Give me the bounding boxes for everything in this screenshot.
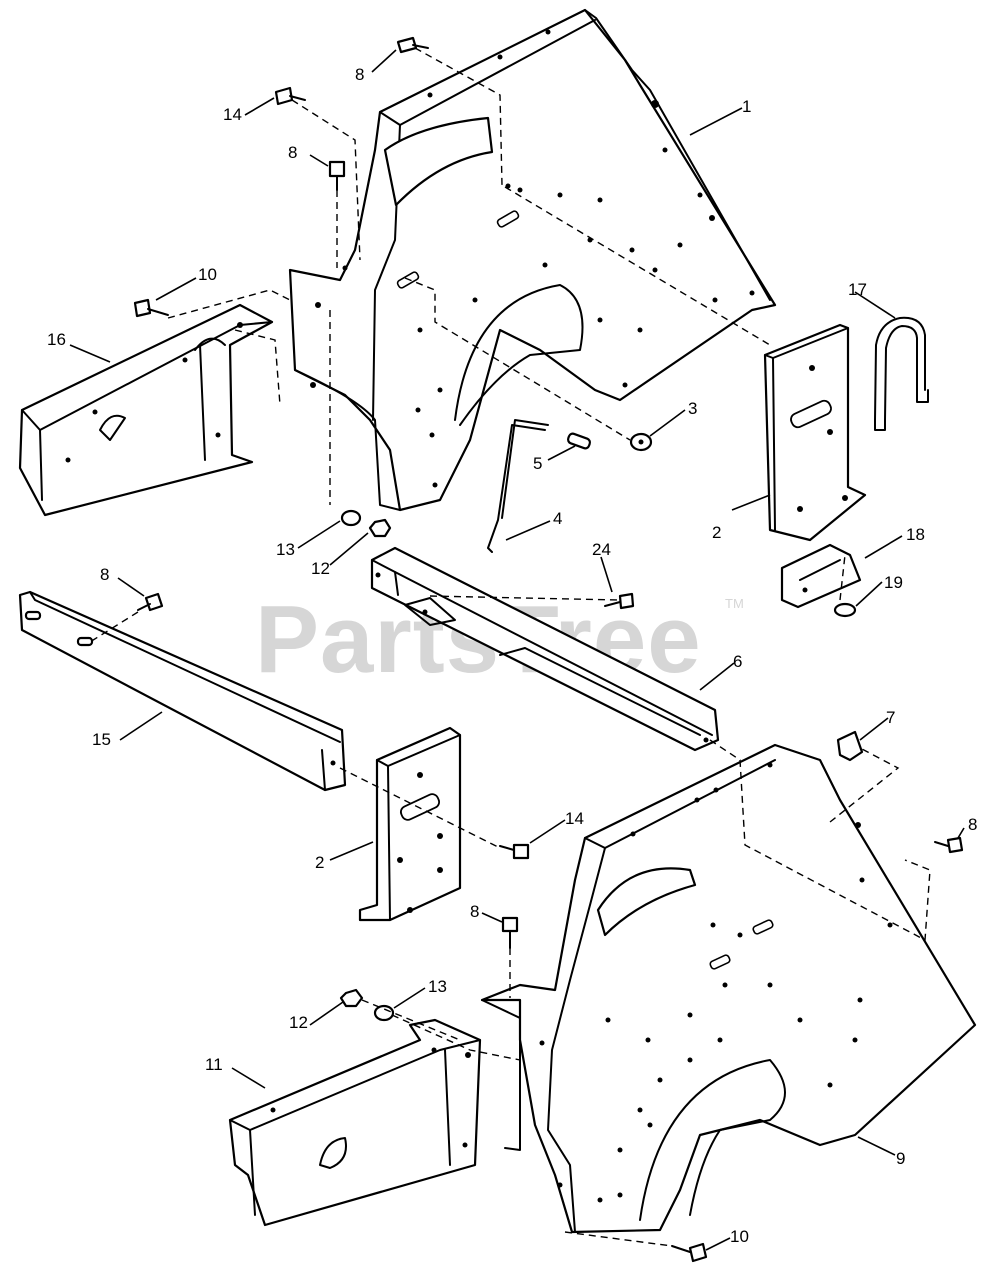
- part-18-clamp: [780, 543, 862, 609]
- callout-12: 12: [311, 559, 330, 578]
- watermark-tm: TM: [725, 596, 744, 611]
- callout-9: 9: [896, 1149, 905, 1168]
- callout-13: 13: [276, 540, 295, 559]
- nut-12-upper: [368, 518, 392, 538]
- callout-16: 16: [47, 330, 66, 349]
- callout-labels: 8 14 8 1 10 16 17 3 5 4 2 13 12 18 24 19…: [47, 65, 977, 1246]
- part-7-clip: [836, 730, 864, 762]
- bolt-8-right: [934, 836, 964, 854]
- part-16-upper-left-bracket: [18, 303, 274, 517]
- callout-8: 8: [100, 565, 109, 584]
- callout-3: 3: [688, 399, 697, 418]
- callout-10: 10: [730, 1227, 749, 1246]
- callout-8: 8: [470, 902, 479, 921]
- part-1-upper-side-panel: [288, 8, 777, 512]
- washer-13-lower: [373, 1004, 395, 1022]
- bolt-14-top: [274, 86, 306, 106]
- callout-8: 8: [968, 815, 977, 834]
- part-6-crossbar: [370, 546, 720, 752]
- assembly-lines: [89, 47, 931, 1247]
- callout-8: 8: [288, 143, 297, 162]
- bolt-24: [604, 592, 635, 610]
- callout-10: 10: [198, 265, 217, 284]
- part-9-lower-side-panel: [480, 743, 977, 1234]
- bolt-8-left: [137, 592, 164, 612]
- part-19-nut: [833, 602, 857, 618]
- callout-5: 5: [533, 454, 542, 473]
- callout-15: 15: [92, 730, 111, 749]
- part-2-lower-bracket: [358, 726, 462, 922]
- part-2-upper-right-bracket: [763, 323, 867, 542]
- part-3-washer: [629, 432, 653, 452]
- bolt-14-lower: [499, 843, 530, 860]
- callout-1: 1: [742, 97, 751, 116]
- leader-lines: [69, 49, 965, 1251]
- part-4-rod: [487, 419, 549, 553]
- callout-2: 2: [315, 853, 324, 872]
- callout-14: 14: [223, 105, 242, 124]
- callout-18: 18: [906, 525, 925, 544]
- callout-4: 4: [553, 509, 562, 528]
- callout-8: 8: [355, 65, 364, 84]
- callout-2: 2: [712, 523, 721, 542]
- callout-13: 13: [428, 977, 447, 996]
- callout-11: 11: [205, 1055, 223, 1074]
- bolt-8-lower-mid: [501, 916, 519, 949]
- bolt-10-lower: [671, 1242, 708, 1263]
- bolt-10-upper: [133, 298, 169, 318]
- callout-12: 12: [289, 1013, 308, 1032]
- part-5-pin: [566, 432, 592, 450]
- part-11-lower-left-bracket: [228, 1018, 482, 1227]
- bolt-8-upper-left: [328, 160, 346, 191]
- part-15-long-bar: [18, 590, 347, 792]
- bolt-8-top: [396, 36, 429, 54]
- callout-17: 17: [848, 280, 867, 299]
- callout-7: 7: [886, 708, 895, 727]
- callout-6: 6: [733, 652, 742, 671]
- callout-19: 19: [884, 573, 903, 592]
- part-17-u-bolt: [874, 316, 929, 431]
- callout-14: 14: [565, 809, 584, 828]
- callout-24: 24: [592, 540, 611, 559]
- washer-13-upper: [340, 509, 362, 527]
- nut-12-lower: [339, 988, 364, 1008]
